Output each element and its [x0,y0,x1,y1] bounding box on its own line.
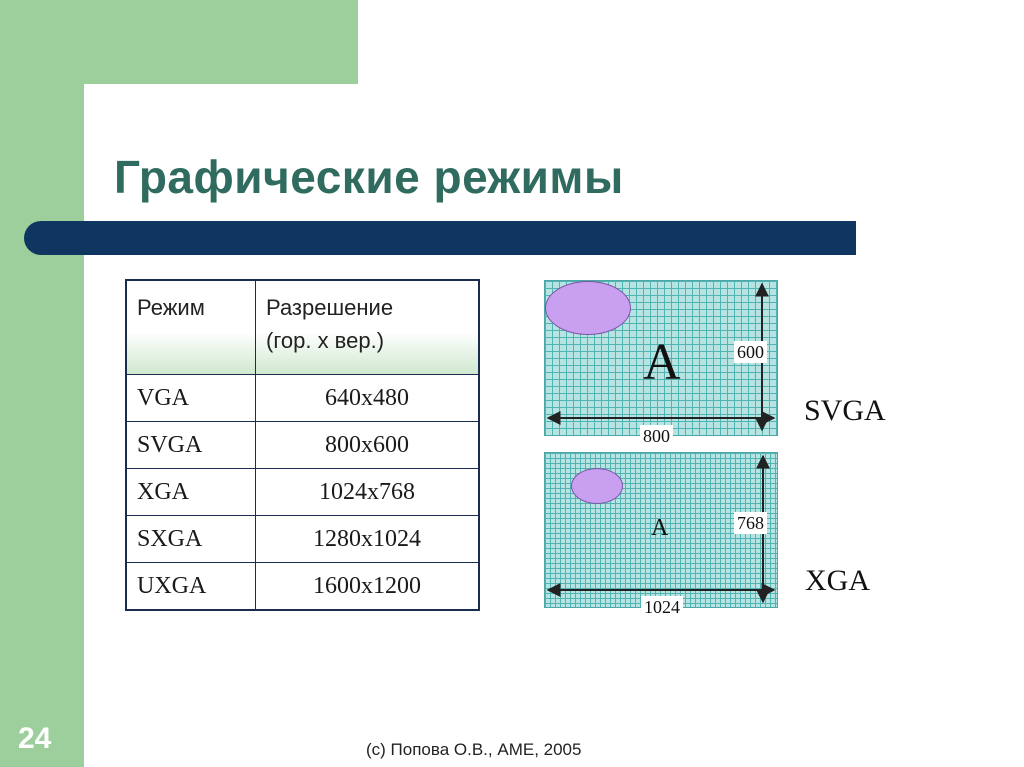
footer-copyright: (с) Попова О.В., AME, 2005 [366,740,582,759]
xga-height-label: 768 [734,512,767,534]
graphics-modes-table: Режим Разрешение (гор. х вер.) VGA 640x4… [125,279,480,611]
svga-height-label: 600 [734,341,767,363]
sidebar-green-bar [0,0,84,767]
xga-letter: A [651,515,669,541]
table-header-row: Режим Разрешение (гор. х вер.) [125,279,480,375]
mode-cell: SXGA [125,515,256,563]
top-green-band [0,0,358,84]
header-resolution: Разрешение (гор. х вер.) [255,279,480,375]
svga-oval-shape [545,281,631,335]
svga-width-label: 800 [640,425,673,447]
table-row: SVGA 800x600 [125,421,480,469]
title-underline-bar [24,221,856,255]
xga-label: XGA [805,564,870,597]
header-resolution-line2: (гор. х вер.) [266,328,385,353]
slide-title: Графические режимы [114,151,624,203]
mode-cell: SVGA [125,421,256,469]
page-number: 24 [18,722,52,755]
table-row: SXGA 1280x1024 [125,515,480,563]
xga-pixel-grid: A [544,452,778,608]
header-mode: Режим [125,279,256,375]
xga-width-label: 1024 [641,596,683,618]
svga-label: SVGA [804,394,886,427]
svga-letter: A [643,334,681,391]
xga-oval-shape [571,468,623,504]
mode-cell: UXGA [125,562,256,611]
header-resolution-line1: Разрешение [266,295,394,320]
table-row: UXGA 1600x1200 [125,562,480,611]
resolution-cell: 800x600 [255,421,480,469]
resolution-cell: 640x480 [255,374,480,422]
resolution-cell: 1024x768 [255,468,480,516]
resolution-cell: 1280x1024 [255,515,480,563]
resolution-cell: 1600x1200 [255,562,480,611]
